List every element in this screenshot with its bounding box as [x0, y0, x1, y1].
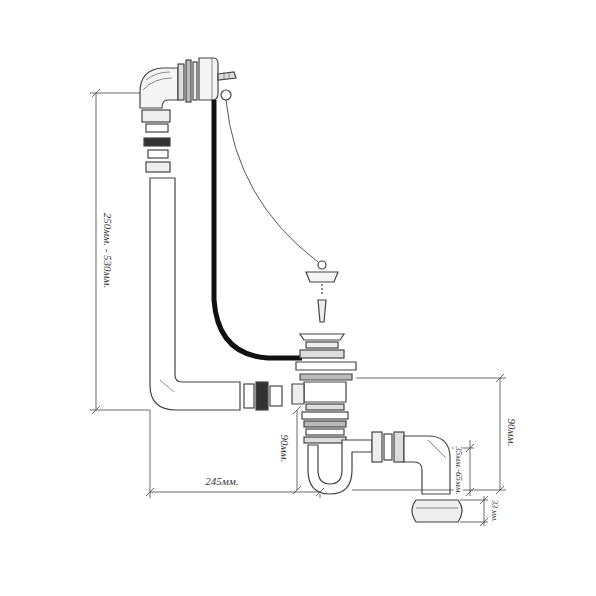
dimension-label: 35мм.-65мм. — [453, 445, 462, 495]
dimension-label: 245мм. — [204, 476, 239, 487]
dimension-label: 250мм. - 530мм. — [103, 211, 114, 289]
dimension-label: 90мм. — [279, 433, 290, 463]
dimension-label: 33 мм. — [490, 499, 498, 523]
dimension-label: 90мм. — [506, 417, 517, 447]
